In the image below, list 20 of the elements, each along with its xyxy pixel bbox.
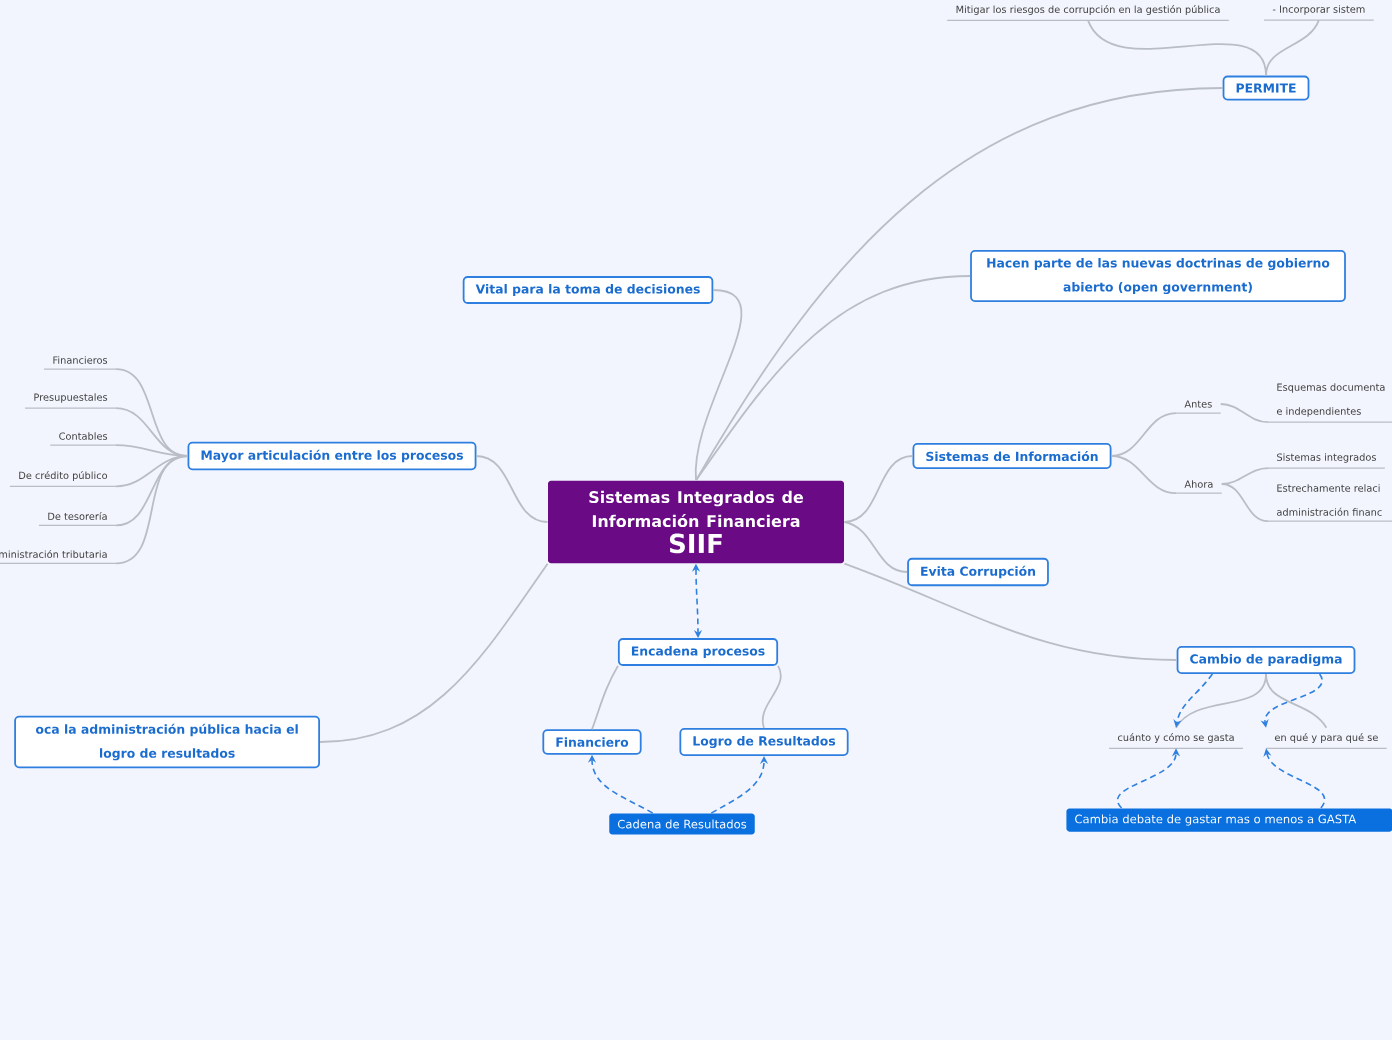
connector-line <box>695 289 743 482</box>
connector-line <box>1087 19 1267 77</box>
connector-line <box>475 455 549 523</box>
connector-line <box>843 562 1178 661</box>
central-topic-box: Sistemas Integrados de Información Financiera SIIF <box>548 480 844 564</box>
connector-line <box>843 521 909 573</box>
connector-line <box>1220 483 1269 523</box>
connector-line <box>1110 455 1177 495</box>
connector-line <box>695 275 971 482</box>
connector-line <box>591 665 619 731</box>
connector-line <box>1219 403 1269 424</box>
connector-line <box>843 455 914 523</box>
connector-line <box>695 87 1224 482</box>
connector-line <box>1175 673 1267 729</box>
connector-line <box>1220 467 1269 485</box>
connector-line <box>761 665 782 729</box>
connector-line <box>319 562 549 743</box>
connector-line <box>115 455 189 565</box>
connector-line <box>115 455 189 488</box>
connector-line <box>1265 19 1320 77</box>
